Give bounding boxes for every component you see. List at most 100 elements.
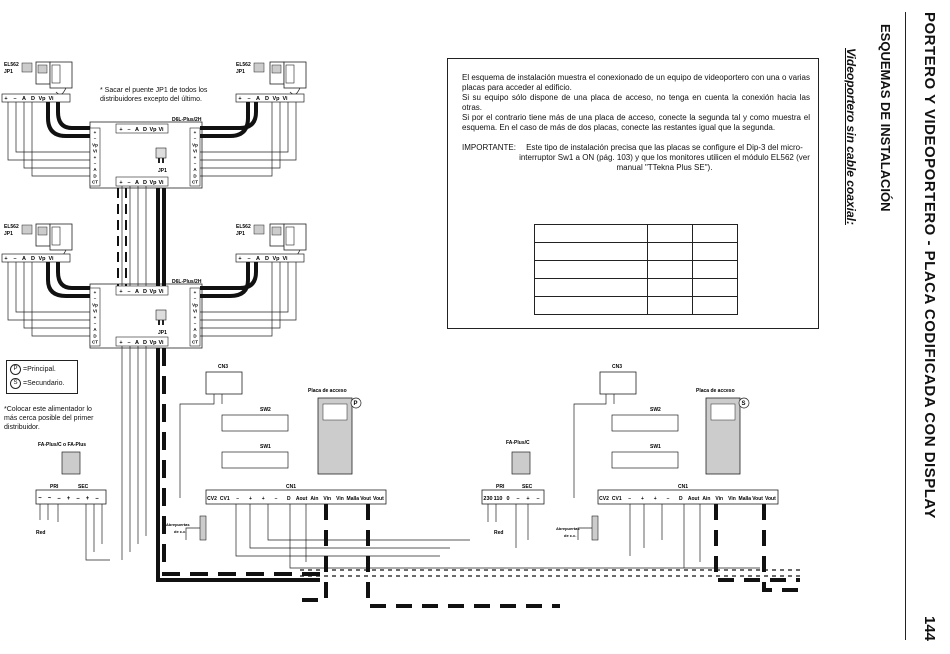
- distributor-terminal-label: D: [143, 180, 147, 186]
- cn1-terminal-label: Vout: [765, 496, 776, 502]
- section-title: ESQUEMAS DE INSTALACIÓN: [878, 24, 893, 212]
- jumper-label: JP1: [4, 231, 13, 237]
- panel-s-badge: S: [742, 401, 746, 407]
- psu-terminal-label: 0: [506, 496, 509, 502]
- monitor-terminal-label: Vi: [282, 256, 288, 262]
- distributor-terminal-label: Vp: [149, 289, 157, 295]
- distributor-terminal-label: D: [143, 340, 147, 346]
- legend-s-badge: S: [10, 378, 21, 389]
- left-panel-group: CN3 SW2 SW1 Placa de acceso P CN1 PRI SE…: [35, 364, 387, 541]
- thin-wires-right-panel: [487, 394, 701, 568]
- monitor-label: EL562: [236, 62, 251, 68]
- cn1-terminal-label: Vin: [323, 496, 331, 502]
- distributor-terminal-label: A: [135, 127, 139, 133]
- info-paragraph-2: Si su equipo sólo dispone de una placa d…: [462, 93, 810, 112]
- cn1-terminal-label: +: [262, 496, 265, 502]
- jumper-label: JP1: [158, 168, 167, 174]
- distributor-side-terminal-label: D: [193, 333, 197, 338]
- distributor-side-terminal-label: A: [193, 167, 197, 172]
- distributor-label: D6L-Plus/2H: [172, 117, 202, 123]
- monitor-terminal-label: –: [247, 96, 250, 102]
- monitor-terminal-label: Vi: [48, 96, 54, 102]
- jumper-label: JP1: [4, 69, 13, 75]
- distributor-side-terminal-label: Vp: [92, 302, 98, 307]
- distributor-side-terminal-label: A: [93, 167, 97, 172]
- distributor-side-terminal-label: +: [194, 130, 197, 135]
- monitor-terminal-label: D: [265, 96, 269, 102]
- monitor-terminal-label: +: [238, 96, 241, 102]
- monitor-terminal-label: D: [31, 96, 35, 102]
- distributor-terminal-label: +: [119, 127, 122, 133]
- cn1-terminal-label: CV2: [207, 496, 217, 502]
- info-box: El esquema de instalación muestra el con…: [447, 58, 819, 329]
- riser-dashed: [117, 188, 127, 286]
- cn1-terminal-label: Malla: [347, 496, 360, 502]
- jumper-label: JP1: [236, 231, 245, 237]
- cn1-terminal-label: Ain: [702, 496, 710, 502]
- sec-label: SEC: [78, 484, 89, 490]
- psu-note: *Colocar este alimentador lo más cerca p…: [4, 406, 94, 431]
- psu-right-label: FA-Plus/C: [506, 440, 530, 446]
- distributor-side-terminal-label: –: [94, 296, 97, 301]
- cn1-terminal-label: –: [628, 496, 631, 502]
- cn1-terminal-label: Vin: [336, 496, 344, 502]
- red-label: Red: [494, 530, 503, 536]
- distributor-side-terminal-label: CT: [192, 340, 198, 345]
- distributor-terminal-label: A: [135, 180, 139, 186]
- distributor-side-terminal-label: Vi: [93, 149, 97, 154]
- cn1-terminal-label: +: [249, 496, 252, 502]
- distributor-side-terminal-label: +: [94, 155, 97, 160]
- distributor-terminal-label: D: [143, 289, 147, 295]
- distributor-terminal-label: Vi: [158, 127, 164, 133]
- monitor-mid-left: EL562 JP1: [1, 223, 73, 263]
- distributor-terminal-label: Vp: [149, 180, 157, 186]
- sw1-label: SW1: [650, 444, 661, 450]
- jumper-label: JP1: [236, 69, 245, 75]
- cn1-terminal-label: Vout: [752, 496, 763, 502]
- monitor-label: EL562: [236, 224, 251, 230]
- psu-terminal-label: –: [95, 496, 99, 502]
- distributor-label: D6L-Plus/2H: [172, 279, 202, 285]
- cn1-terminal-label: CV2: [599, 496, 609, 502]
- monitor-mid-right: EL562 JP1: [235, 223, 307, 263]
- thin-wires-top: [7, 102, 297, 560]
- cn3-label: CN3: [612, 364, 622, 370]
- distributor-side-terminal-label: Vi: [93, 309, 97, 314]
- cn1-terminal-label: D: [679, 496, 683, 502]
- distributor-terminal-label: –: [127, 180, 130, 186]
- video-wires-left-panel: [300, 504, 560, 608]
- distributor-side-terminal-label: Vp: [192, 302, 198, 307]
- sw1-label: SW1: [260, 444, 271, 450]
- sw2-label: SW2: [650, 407, 661, 413]
- monitor-terminal-label: +: [238, 256, 241, 262]
- cn1-terminal-label: Aout: [296, 496, 308, 502]
- distributor-top: D6L-Plus/2H JP1: [89, 117, 203, 189]
- distributor-terminal-label: Vp: [149, 127, 157, 133]
- cn1-terminal-label: –: [667, 496, 670, 502]
- distributor-terminal-label: D: [143, 127, 147, 133]
- distributor-side-terminal-label: A: [93, 327, 97, 332]
- important-text: Este tipo de instalación precisa que las…: [519, 143, 810, 172]
- distributor-side-terminal-label: Vp: [192, 142, 198, 147]
- psu-terminal-label: 230: [483, 496, 492, 502]
- door-opener-label-1: Abrepuertas: [166, 522, 190, 527]
- cn1-terminal-label: –: [236, 496, 239, 502]
- distributor-terminal-label: –: [127, 289, 130, 295]
- psu-terminal-label: –: [57, 496, 61, 502]
- distributor-side-terminal-label: +: [94, 130, 97, 135]
- bus-dashed: [300, 569, 800, 577]
- distributor-side-terminal-label: A: [193, 327, 197, 332]
- distributor-terminal-label: –: [127, 127, 130, 133]
- cn1-terminal-label: +: [654, 496, 657, 502]
- monitor-terminal-label: D: [265, 256, 269, 262]
- info-paragraph-1: El esquema de instalación muestra el con…: [462, 73, 810, 92]
- door-opener-label-2: de c.c.: [564, 533, 576, 538]
- important-label: IMPORTANTE:: [462, 143, 516, 152]
- panel-p-badge: P: [354, 401, 358, 407]
- distributor-side-terminal-label: CT: [92, 340, 98, 345]
- psu-terminal-label: –: [76, 496, 80, 502]
- cn1-terminal-label: +: [641, 496, 644, 502]
- distributor-side-terminal-label: –: [194, 296, 197, 301]
- distributor-side-terminal-label: D: [93, 333, 97, 338]
- distributor-side-terminal-label: –: [194, 321, 197, 326]
